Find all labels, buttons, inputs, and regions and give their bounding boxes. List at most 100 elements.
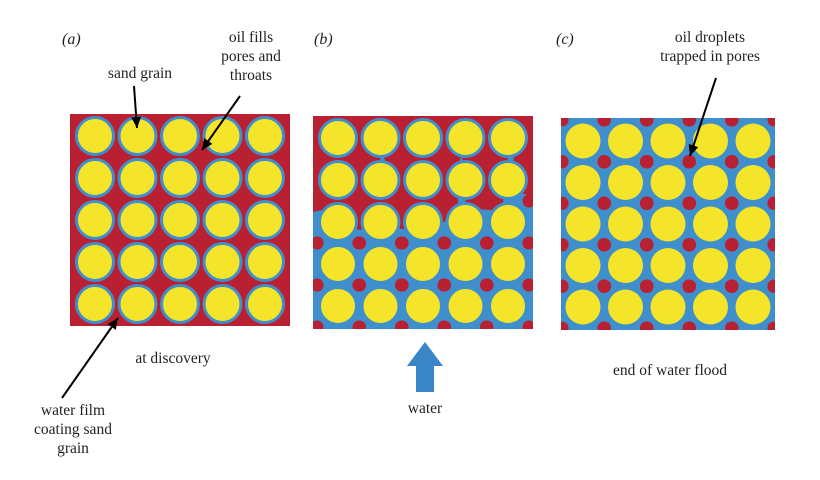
oil-droplet [683,118,696,127]
sand-grain [693,165,728,200]
oil-droplet [522,320,533,329]
oil-droplet [640,321,654,330]
oil-droplet [598,196,611,210]
sand-grain [75,116,115,156]
oil-droplet [438,194,451,208]
sand-grain [650,289,686,325]
arrowhead-icon [688,143,699,156]
panel-c-label: (c) [556,31,574,48]
annotation-arrows [61,77,717,399]
sand-grain [608,165,643,200]
oil-droplet [480,236,494,250]
oil-fills-label: oil fills pores and throats [221,29,281,84]
water-label: water [407,400,443,417]
sand-grain [445,202,486,242]
sand-grain [202,116,243,156]
sand-grain [360,118,401,158]
oil-droplet [353,320,366,329]
oil-droplet [522,236,533,250]
sand-grain [735,206,771,242]
oil-droplet [313,194,324,208]
panel-a-caption: at discovery [135,350,211,367]
oil-droplet [725,196,739,210]
oil-droplet [561,196,569,210]
sand-grain [608,206,643,242]
sand-grain [245,284,285,324]
sand-grain [445,286,486,326]
sand-grain [360,160,401,200]
sand-grain [160,158,200,198]
oil-droplet [313,236,324,250]
oil-droplet [767,238,775,251]
oil-droplet [725,321,739,330]
panel-a-label: (a) [62,31,81,48]
oil-droplet [522,194,533,208]
sand-grain [488,286,528,326]
sand-grain [202,242,243,282]
panel-c-sand-grains [565,123,771,325]
sand-grain [693,248,728,283]
sand-grain [403,118,443,158]
oil-droplet [522,278,533,292]
water-film-label: water film coating sand grain [34,402,112,457]
sand-grain [160,116,200,156]
oil-droplet [598,155,611,168]
oil-droplet [725,155,739,168]
panel-b-sand-grains [318,118,528,326]
oil-droplet [640,118,654,127]
sand-grain [488,202,528,242]
oil-droplet [353,194,366,208]
oil-droplet [395,320,409,329]
oil-droplet [438,278,451,292]
sand-grain [117,200,158,240]
sand-grain [445,160,486,200]
sand-grain [488,244,528,284]
oil-droplet [640,238,654,251]
oil-droplet [598,279,611,293]
sand-grain [693,289,728,325]
oil-droplet [683,279,696,293]
sand-grain [650,248,686,283]
panel-b-trapped-oil [313,194,533,329]
sand-grain [117,242,158,282]
sand-grain [565,248,601,283]
sand-grain [565,206,601,242]
oil-droplet [767,155,775,168]
oil-droplet [438,320,451,329]
sand-grain [245,158,285,198]
sand-grain [403,202,443,242]
oil-droplet [725,118,739,127]
oil-droplet [561,238,569,251]
panel-a-pore-grid [70,114,290,326]
oil-droplet [683,238,696,251]
oil-droplet [395,236,409,250]
oil-droplet [395,194,409,208]
panel-c-pore-grid [561,118,775,330]
oil-droplet [767,196,775,210]
sand-grain [608,123,643,159]
sand-grain [318,160,358,200]
sand-grain [488,160,528,200]
sand-grain [75,200,115,240]
sand-grain [360,202,401,242]
oil-droplet [561,279,569,293]
sand-grain [693,206,728,242]
oil-droplet [683,196,696,210]
oil-droplet [640,196,654,210]
oil-droplet [561,321,569,330]
oil-droplet [353,278,366,292]
oil-droplet [683,155,696,168]
sand-grain [735,123,771,159]
arrowhead-icon [107,318,118,330]
sand-grain [318,286,358,326]
panel-b-pore-grid [313,116,533,329]
oil-droplet [725,238,739,251]
sand-grain [75,158,115,198]
oil-droplets-arrow [689,77,717,157]
sand-grain [202,284,243,324]
oil-droplet [480,278,494,292]
arrowhead-icon [131,116,142,128]
sand-grain [608,248,643,283]
sand-grain [565,289,601,325]
oil-droplet [561,118,569,127]
